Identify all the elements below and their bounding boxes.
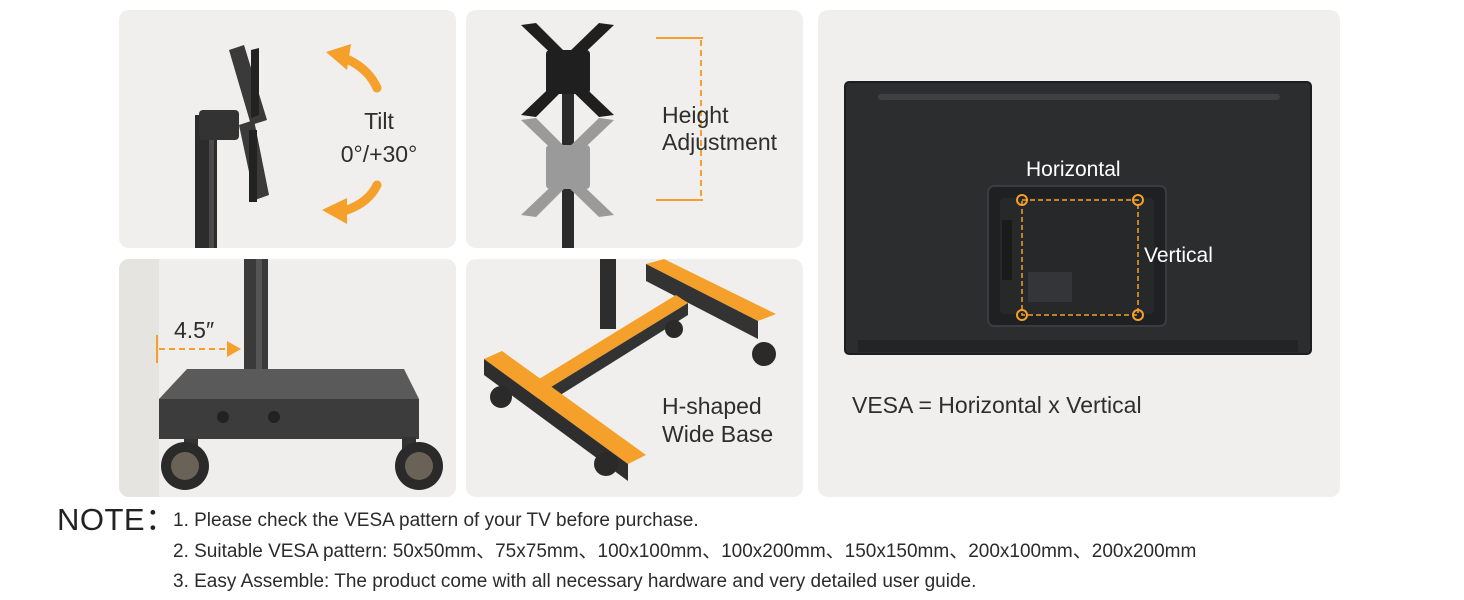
tilt-label: Tilt xyxy=(364,108,394,134)
h-base-illustration xyxy=(484,259,776,481)
vesa-horizontal-label: Horizontal xyxy=(1026,158,1121,181)
height-label-line1: Height xyxy=(662,102,729,128)
note-item-1: 1. Please check the VESA pattern of your… xyxy=(173,510,699,531)
vesa-info-panel: Horizontal Vertical VESA = Horizontal x … xyxy=(818,10,1340,497)
height-illustration xyxy=(521,23,703,248)
base-label-line2: Wide Base xyxy=(662,421,774,447)
note-item-3: 3. Easy Assemble: The product come with … xyxy=(173,571,977,592)
note-item-2: 2. Suitable VESA pattern: 50x50mm、75x75m… xyxy=(173,541,1197,562)
height-label-line2: Adjustment xyxy=(662,129,778,155)
tv-back-illustration xyxy=(844,81,1312,355)
vesa-formula: VESA = Horizontal x Vertical xyxy=(852,392,1142,418)
base-feature-panel: H-shaped Wide Base xyxy=(466,259,803,497)
offset-feature-panel: 4.5″ xyxy=(119,259,456,497)
tilt-feature-panel: Tilt 0°/+30° xyxy=(119,10,456,248)
tilt-range-label: 0°/+30° xyxy=(340,141,418,167)
vesa-vertical-label: Vertical xyxy=(1144,244,1213,267)
tilt-illustration xyxy=(195,44,382,248)
offset-illustration xyxy=(119,259,456,497)
base-label-line1: H-shaped xyxy=(662,393,762,419)
note-heading: NOTE： xyxy=(57,502,177,537)
height-feature-panel: Height Adjustment xyxy=(466,10,803,248)
offset-measure-label: 4.5″ xyxy=(174,317,215,343)
